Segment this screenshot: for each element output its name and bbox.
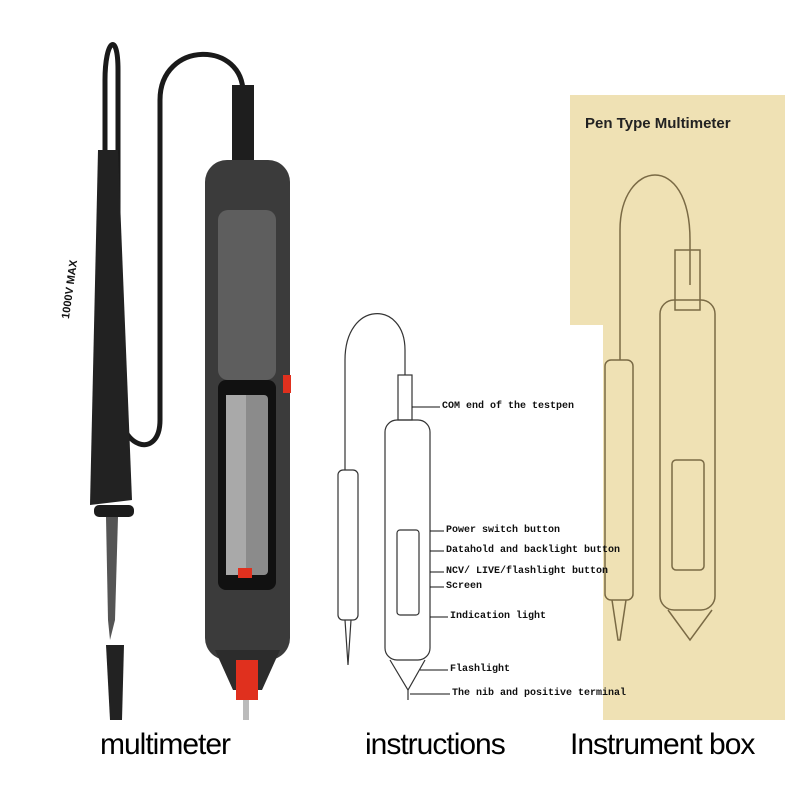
callout-lines <box>410 406 450 695</box>
instruction-diagram <box>337 313 431 700</box>
callout-indication: Indication light <box>450 611 547 622</box>
callout-flashlight: Flashlight <box>450 664 511 675</box>
box-title: Pen Type Multimeter <box>585 115 731 132</box>
box-multimeter-sketch <box>604 174 716 642</box>
test-lead-cable <box>102 42 246 448</box>
callout-datahold: Datahold and backlight button <box>446 545 621 556</box>
caption-multimeter: multimeter <box>100 728 231 761</box>
callout-power: Power switch button <box>446 525 561 536</box>
multimeter-body <box>205 85 291 720</box>
callout-nib: The nib and positive terminal <box>452 688 627 699</box>
caption-instructions: instructions <box>365 728 506 761</box>
instrument-box <box>570 95 785 720</box>
callout-screen: Screen <box>446 581 483 592</box>
callout-com: COM end of the testpen <box>442 401 575 412</box>
caption-instrument-box: Instrument box <box>570 728 755 761</box>
probe-cap <box>106 645 124 720</box>
black-probe <box>90 150 134 640</box>
callout-ncv: NCV/ LIVE/flashlight button <box>446 566 609 577</box>
